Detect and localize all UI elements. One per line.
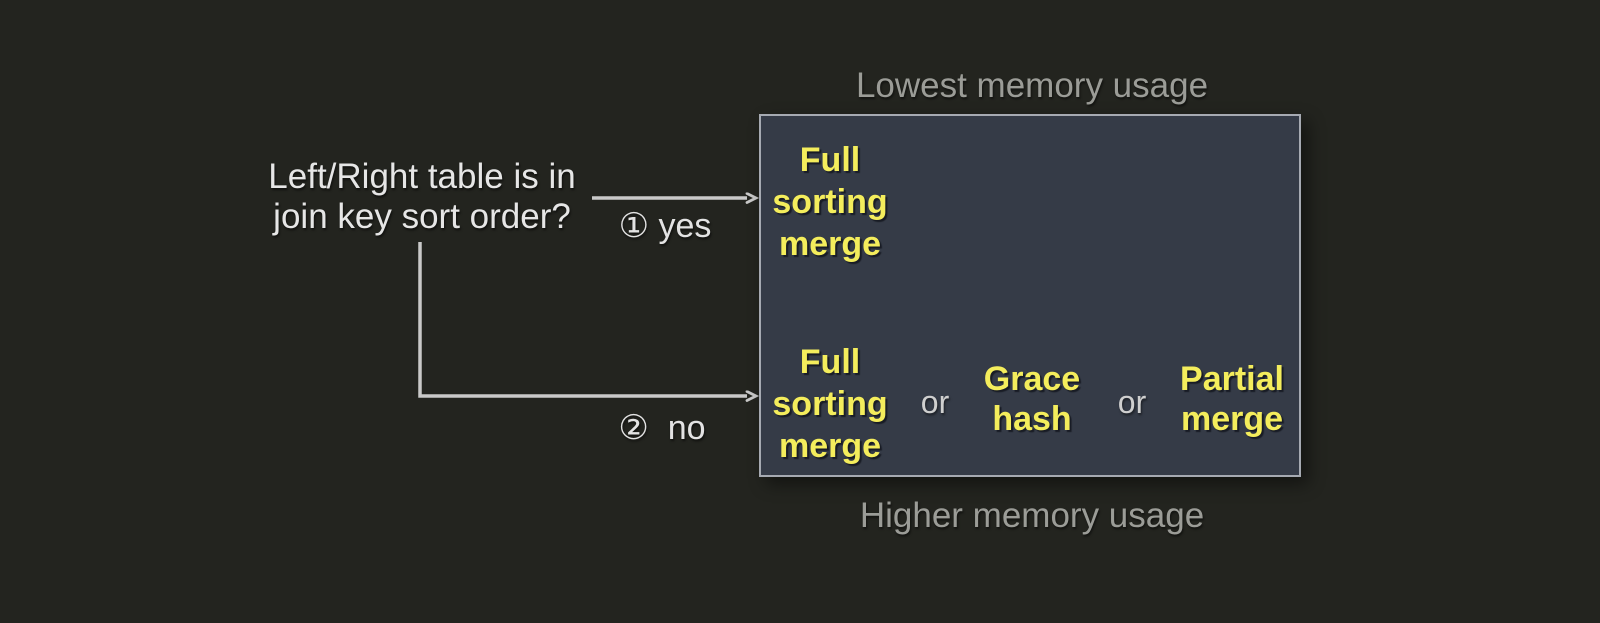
higher-memory-usage-label: Higher memory usage (859, 496, 1205, 535)
no-branch-label: ② no (618, 409, 706, 447)
yes-branch-label: ① yes (618, 207, 712, 245)
algorithm-full-sorting-merge-sorted: Full sorting merge (772, 141, 888, 263)
lowest-memory-usage-label: Lowest memory usage (855, 66, 1209, 105)
algorithm-partial-merge: Partial merge (1180, 360, 1284, 438)
algorithm-grace-hash: Grace hash (983, 360, 1081, 438)
or-separator-2: or (1117, 384, 1147, 420)
or-separator-1: or (920, 384, 950, 420)
algorithm-full-sorting-merge-unsorted: Full sorting merge (772, 343, 888, 465)
question-text: Left/Right table is in join key sort ord… (268, 157, 576, 236)
algorithms-box: Full sorting merge Full sorting merge or… (759, 114, 1301, 477)
no-arrow-line (418, 242, 747, 396)
